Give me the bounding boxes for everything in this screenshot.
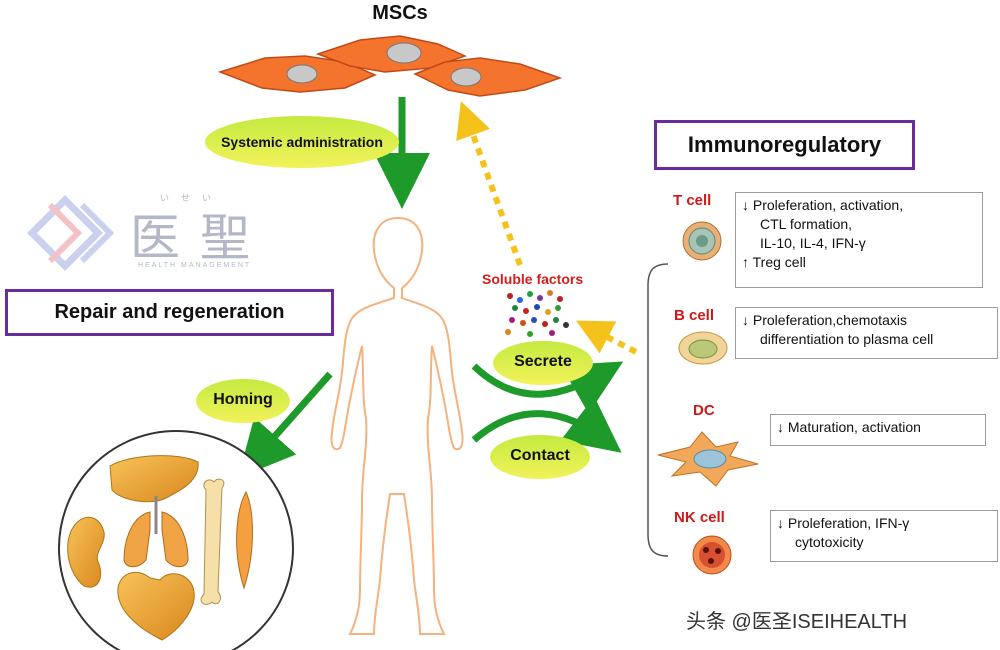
t-cell-effect-line: ↑ Treg cell [742, 254, 806, 270]
nk-cell-effects: ↓ Proleferation, IFN-γ cytotoxicity [770, 510, 998, 562]
t-cell-effect-line: ↓ Proleferation, activation, [742, 197, 904, 213]
nk-cell-effect-line: ↓ Proleferation, IFN-γ [777, 515, 910, 531]
watermark-ruby: いせい [160, 193, 224, 203]
dc-effect-line: ↓ Maturation, activation [777, 419, 921, 435]
b-cell-effects: ↓ Proleferation,chemotaxis differentiati… [735, 307, 998, 359]
diagram-title: MSCs [372, 2, 428, 24]
heart-graphic [117, 572, 195, 641]
msc-cells [217, 35, 563, 97]
immunoregulatory-box: Immunoregulatory [654, 120, 915, 170]
dc-graphic [657, 431, 759, 487]
t-cell-graphic [682, 221, 722, 261]
footer-credit: 头条 @医圣ISEIHEALTH [686, 611, 908, 633]
muscle-graphic [236, 490, 253, 590]
t-cell-label: T cell [673, 192, 712, 209]
secrete-arrow [471, 361, 624, 414]
contact-arrow [471, 396, 622, 453]
soluble-factor-dots [505, 290, 569, 337]
watermark-chinese: 医聖 [130, 209, 270, 267]
nk-cell-label: NK cell [674, 509, 725, 526]
watermark-english: HEALTH MANAGEMENT [138, 262, 252, 269]
msc-cell [413, 57, 563, 97]
contact-ellipse [490, 435, 590, 479]
watermark-logo [27, 195, 115, 271]
b-cell-label: B cell [674, 307, 715, 324]
homing-arrow [238, 371, 333, 478]
secrete-label: Secrete [514, 353, 572, 370]
kidney-graphic [67, 516, 105, 588]
dc-label: DC [693, 402, 715, 419]
t-cell-effect-line: IL-10, IL-4, IFN-γ [760, 235, 866, 251]
liver-graphic [109, 455, 199, 503]
dc-effects: ↓ Maturation, activation [770, 414, 986, 446]
homing-ellipse [196, 379, 290, 423]
contact-label: Contact [510, 447, 570, 464]
nk-cell-graphic [692, 535, 732, 575]
human-body-outline [330, 216, 464, 635]
b-cell-effect-line: differentiation to plasma cell [760, 331, 934, 347]
t-cell-effect-line: CTL formation, [760, 216, 853, 232]
soluble-factors-label: Soluble factors [482, 271, 584, 287]
organ-graphics [67, 455, 253, 641]
bone-graphic [200, 478, 225, 605]
t-cell-effects: ↓ Proleferation, activation, CTL formati… [735, 192, 983, 288]
lungs-graphic [123, 511, 189, 568]
cell-bracket [647, 263, 669, 557]
b-cell-effect-line: ↓ Proleferation,chemotaxis [742, 312, 907, 328]
secrete-ellipse [493, 341, 593, 385]
b-cell-graphic [678, 331, 728, 365]
homing-label: Homing [213, 391, 273, 408]
systemic-ellipse [205, 116, 399, 168]
feedback-arrow-left [576, 320, 638, 355]
nk-cell-effect-line: cytotoxicity [795, 534, 864, 550]
repair-regeneration-box: Repair and regeneration [5, 289, 334, 336]
feedback-arrow-up [456, 101, 523, 267]
systemic-administration-label: Systemic administration [221, 134, 383, 150]
